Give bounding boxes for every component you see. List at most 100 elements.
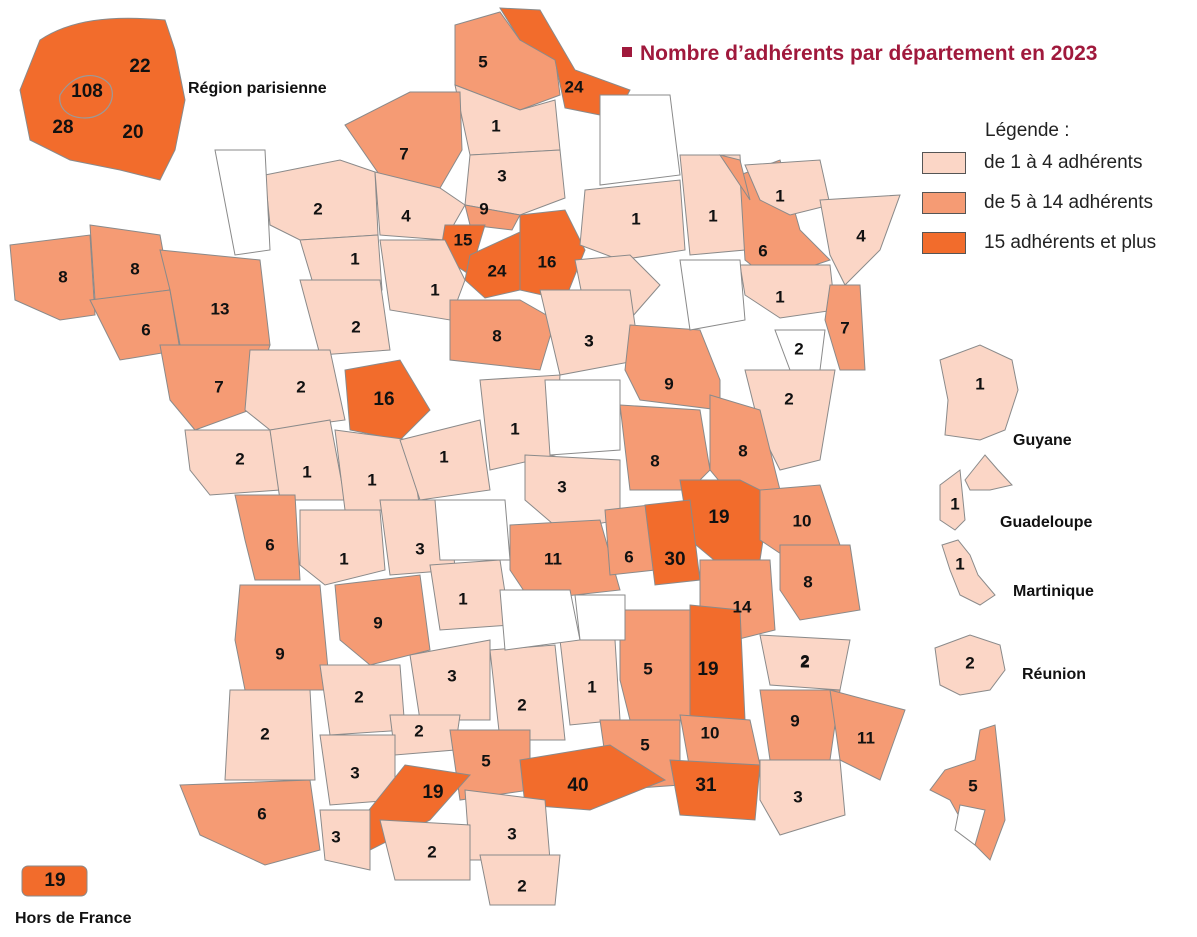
legend-label: 15 adhérents et plus — [984, 232, 1157, 253]
department-value: 1 — [458, 589, 467, 608]
department-value: 11 — [857, 728, 875, 747]
department-value: 8 — [738, 441, 747, 460]
department-value: 19 — [697, 659, 718, 680]
department-value: 3 — [557, 477, 566, 496]
department-value: 2 — [354, 687, 363, 706]
department-value: 2 — [784, 389, 793, 408]
department-values: 5 24 1 7 3 9 2 4 15 24 16 1 1 1 6 4 3 1 … — [58, 52, 875, 895]
department-value: 19 — [708, 507, 729, 528]
department-value: 3 — [584, 331, 593, 350]
department-value: 8 — [58, 267, 67, 286]
department-value: 6 — [624, 547, 633, 566]
department-value: 1 — [430, 280, 439, 299]
department-value: 8 — [650, 451, 659, 470]
department-value: 13 — [211, 299, 230, 318]
legend-label: de 5 à 14 adhérents — [984, 192, 1154, 213]
department-value: 1 — [367, 470, 376, 489]
department-value: 16 — [538, 252, 557, 271]
paris-inset-value: 28 — [52, 117, 73, 138]
legend-swatch — [922, 232, 966, 254]
department-value: 2 — [235, 449, 244, 468]
guyane-label: Guyane — [1013, 432, 1072, 449]
department-value: 1 — [339, 549, 348, 568]
department-value: 3 — [415, 539, 424, 558]
paris-region-inset: 108 22 28 20 — [19, 17, 186, 181]
department-value: 24 — [488, 261, 507, 280]
department-value: 6 — [141, 320, 150, 339]
department-value: 3 — [507, 824, 516, 843]
department-value: 2 — [296, 377, 305, 396]
department-value: 24 — [565, 77, 584, 96]
legend-swatch — [922, 192, 966, 214]
department-value: 2 — [517, 876, 526, 895]
department-value: 9 — [664, 374, 673, 393]
department-value: 1 — [439, 447, 448, 466]
reunion-shape — [934, 634, 1006, 696]
department-value: 4 — [856, 226, 866, 245]
department-value: 10 — [793, 511, 812, 530]
department-value: 5 — [478, 52, 487, 71]
department-value: 5 — [481, 751, 490, 770]
department-value: 1 — [708, 206, 717, 225]
legend-item: 15 adhérents et plus — [922, 230, 1156, 256]
hors-france-swatch — [21, 865, 88, 897]
metropolitan-france — [9, 7, 906, 906]
map-title: Nombre d’adhérents par département en 20… — [622, 42, 1097, 66]
department-value: 8 — [130, 259, 139, 278]
paris-inset-value: 20 — [122, 122, 143, 143]
department-value: 1 — [350, 249, 359, 268]
department-value: 3 — [584, 331, 593, 350]
department-value: 1 — [302, 462, 311, 481]
department-value: 9 — [479, 199, 488, 218]
department-value: 7 — [840, 318, 849, 337]
department-value: 3 — [793, 787, 802, 806]
reunion-value: 2 — [965, 653, 974, 672]
legend-item: de 1 à 4 adhérents — [922, 150, 1142, 176]
department-value: 14 — [733, 597, 752, 616]
department-value: 10 — [701, 723, 720, 742]
guyane-shape — [939, 344, 1019, 441]
map-title-text: Nombre d’adhérents par département en 20… — [640, 42, 1098, 65]
department-value: 19 — [422, 782, 443, 803]
department-value: 1 — [631, 209, 640, 228]
department-value: 1 — [587, 677, 596, 696]
department-value: 16 — [373, 389, 394, 410]
hors-france-value: 19 — [44, 870, 65, 891]
department-value: 1 — [491, 116, 500, 135]
martinique-label: Martinique — [1013, 583, 1094, 600]
department-value: 1 — [510, 419, 519, 438]
department-value: 2 — [800, 651, 809, 670]
department-value: 2 — [800, 652, 809, 671]
department-value: 3 — [447, 666, 456, 685]
department-value: 2 — [414, 721, 423, 740]
department-value: 15 — [454, 230, 473, 249]
department-value: 2 — [260, 724, 269, 743]
legend-item: de 5 à 14 adhérents — [922, 190, 1153, 216]
department-value: 6 — [265, 535, 274, 554]
hors-france-label: Hors de France — [15, 910, 132, 927]
legend-title: Légende : — [985, 120, 1070, 141]
guadeloupe-label: Guadeloupe — [1000, 514, 1093, 531]
department-value: 1 — [775, 287, 784, 306]
department-value: 3 — [350, 763, 359, 782]
paris-inset-value: 22 — [129, 56, 150, 77]
paris-region-label: Région parisienne — [188, 80, 327, 97]
department-value: 8 — [492, 326, 501, 345]
department-value: 5 — [643, 659, 652, 678]
department-value: 7 — [214, 377, 223, 396]
corse — [929, 724, 1006, 861]
paris-inset-value: 108 — [71, 81, 103, 102]
title-bullet-icon — [622, 47, 632, 58]
department-value: 5 — [640, 735, 649, 754]
department-value: 6 — [257, 804, 266, 823]
department-value: 4 — [401, 206, 411, 225]
department-value: 31 — [695, 775, 717, 796]
department-value: 3 — [497, 166, 506, 185]
department-value: 40 — [567, 775, 588, 796]
guadeloupe-value: 1 — [950, 494, 959, 513]
department-value: 2 — [313, 199, 322, 218]
martinique-shape — [941, 539, 996, 606]
department-value: 2 — [794, 339, 803, 358]
department-value: 8 — [803, 572, 812, 591]
